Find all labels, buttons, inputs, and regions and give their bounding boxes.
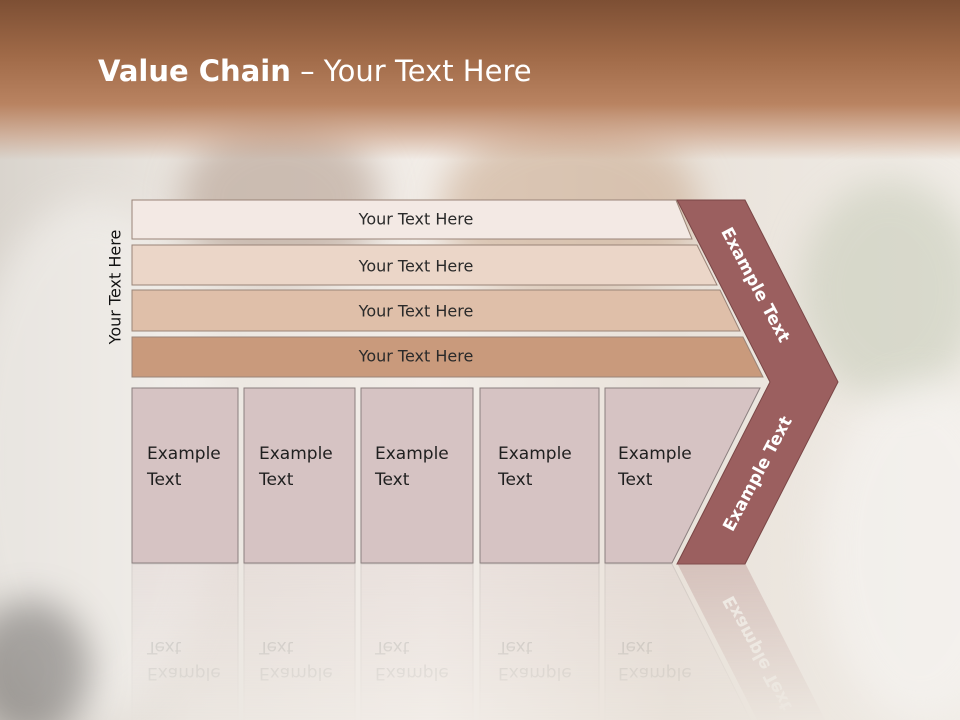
row-bar-shape bbox=[131, 244, 718, 286]
row-bar: Your Text Here bbox=[131, 199, 693, 240]
row-bars: Your Text Here Your Text Here Your Text … bbox=[131, 199, 764, 378]
activity-box-line1: Example bbox=[375, 444, 449, 464]
reflection-box-shape bbox=[243, 563, 356, 720]
reflection-box-line1: Example bbox=[375, 663, 449, 683]
activity-box-line2: Text bbox=[497, 470, 533, 490]
row-bar-label: Your Text Here bbox=[358, 210, 474, 229]
activity-box-line1: Example bbox=[147, 444, 221, 464]
activity-box: Example Text bbox=[604, 387, 761, 564]
activity-box: Example Text bbox=[479, 387, 600, 564]
chevron-shape bbox=[676, 199, 839, 565]
diagram-reflection: Example Text Example Text Example Text E… bbox=[131, 563, 826, 720]
title-bold: Value Chain bbox=[98, 54, 291, 88]
reflection-box-line1: Example bbox=[618, 663, 692, 683]
row-bar-shape bbox=[131, 199, 693, 240]
activity-box-line2: Text bbox=[146, 470, 182, 490]
activity-box-shape bbox=[604, 387, 761, 564]
activity-box-shape bbox=[479, 387, 600, 564]
reflection-box-line1: Example bbox=[259, 663, 333, 683]
reflection-box-shape bbox=[360, 563, 474, 720]
reflection-box-line2: Text bbox=[146, 637, 182, 657]
reflection-box-line2: Text bbox=[617, 637, 653, 657]
row-bar-label: Your Text Here bbox=[358, 302, 474, 321]
reflection-chevron-shape bbox=[677, 563, 826, 720]
diagram-main: Example Text Example Text Your Text Here… bbox=[131, 199, 839, 565]
reflection-box-line2: Text bbox=[258, 637, 294, 657]
header-band bbox=[0, 0, 960, 160]
activity-box: Example Text bbox=[360, 387, 474, 564]
activity-box: Example Text bbox=[243, 387, 356, 564]
activity-box-shape bbox=[243, 387, 356, 564]
row-bar-shape bbox=[131, 336, 764, 378]
reflection-box-line1: Example bbox=[498, 663, 572, 683]
activity-box: Example Text bbox=[131, 387, 239, 564]
reflection-box-shape bbox=[479, 563, 600, 720]
activity-box-line2: Text bbox=[258, 470, 294, 490]
row-bar: Your Text Here bbox=[131, 289, 741, 332]
row-bar: Your Text Here bbox=[131, 244, 718, 286]
activity-box-line2: Text bbox=[617, 470, 653, 490]
slide-title: Value Chain – Your Text Here bbox=[98, 54, 532, 88]
row-bar-label: Your Text Here bbox=[358, 257, 474, 276]
activity-box-line1: Example bbox=[259, 444, 333, 464]
row-bar-shape bbox=[131, 289, 741, 332]
activity-box-shape bbox=[131, 387, 239, 564]
activity-boxes: Example Text Example Text Example Text E… bbox=[131, 387, 761, 564]
reflection-box-shape bbox=[604, 563, 752, 720]
activity-box-line2: Text bbox=[374, 470, 410, 490]
row-bar-label: Your Text Here bbox=[358, 347, 474, 366]
activity-box-line1: Example bbox=[498, 444, 572, 464]
reflection-box-shape bbox=[131, 563, 239, 720]
activity-box-shape bbox=[360, 387, 474, 564]
reflection-box-line1: Example bbox=[147, 663, 221, 683]
activity-box-line1: Example bbox=[618, 444, 692, 464]
row-bar: Your Text Here bbox=[131, 336, 764, 378]
reflection-box-line2: Text bbox=[374, 637, 410, 657]
reflection-box-line2: Text bbox=[497, 637, 533, 657]
title-rest: – Your Text Here bbox=[290, 54, 532, 88]
